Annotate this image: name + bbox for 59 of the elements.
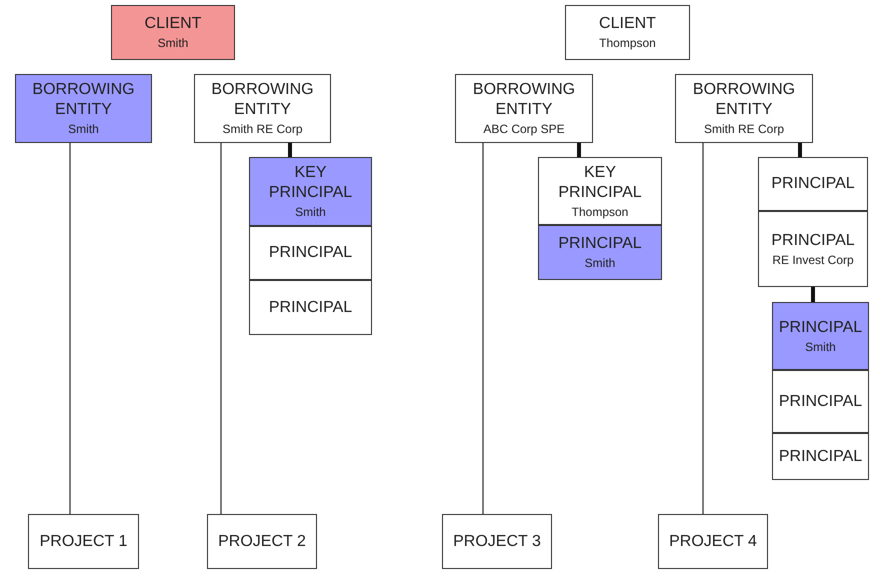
entity-box	[658, 514, 768, 569]
entity-box	[675, 74, 813, 143]
box-title: PRINCIPAL	[778, 446, 862, 466]
box-subtitle: Smith	[584, 256, 616, 271]
connector-line	[702, 143, 704, 514]
box-title: PROJECT 2	[218, 532, 306, 552]
entity-box	[15, 74, 152, 143]
entity-box	[565, 5, 690, 60]
connector-line	[482, 143, 484, 514]
box-title: BORROWING ENTITY	[31, 80, 136, 120]
box-title: CLIENT	[144, 14, 202, 34]
connector-line	[288, 143, 292, 157]
connector-line	[798, 143, 802, 157]
box-subtitle: Thompson	[599, 36, 656, 51]
box-title: PRINCIPAL	[778, 318, 862, 338]
box-subtitle: RE Invest Corp	[772, 252, 854, 268]
box-title: PROJECT 4	[669, 532, 757, 552]
box-title: PRINCIPAL	[558, 234, 642, 254]
entity-box	[772, 370, 869, 433]
connector-line	[220, 143, 222, 514]
box-title: BORROWING ENTITY	[472, 80, 576, 120]
entity-box	[249, 226, 372, 280]
entity-box	[111, 5, 235, 60]
box-title: PRINCIPAL	[268, 243, 352, 263]
box-subtitle: Thompson	[572, 204, 628, 220]
entity-box	[758, 157, 868, 211]
entity-box	[28, 514, 139, 569]
connector-line	[577, 143, 581, 157]
box-title: PROJECT 3	[453, 532, 541, 552]
box-subtitle: ABC Corp SPE	[483, 122, 565, 137]
entity-box	[538, 225, 662, 280]
box-subtitle: Smith	[68, 122, 99, 137]
box-subtitle: Smith RE Corp	[222, 122, 303, 137]
box-title: KEY PRINCIPAL	[557, 162, 643, 202]
box-subtitle: Smith RE Corp	[704, 122, 784, 137]
box-title: PRINCIPAL	[771, 230, 855, 250]
entity-box	[207, 514, 317, 569]
connector-line	[69, 143, 71, 514]
entity-box	[442, 514, 552, 569]
box-title: KEY PRINCIPAL	[268, 163, 354, 203]
entity-box	[249, 157, 372, 226]
entity-box	[772, 302, 869, 370]
entity-box	[194, 74, 331, 143]
entity-box	[249, 280, 372, 335]
box-subtitle: Smith	[805, 340, 836, 354]
box-title: CLIENT	[599, 14, 656, 34]
box-subtitle: Smith	[158, 36, 188, 51]
entity-box	[758, 211, 868, 287]
box-title: PROJECT 1	[40, 532, 128, 552]
box-title: BORROWING ENTITY	[210, 80, 315, 120]
box-title: PRINCIPAL	[778, 392, 862, 412]
box-title: PRINCIPAL	[771, 174, 855, 194]
connector-line	[811, 287, 815, 302]
box-title: BORROWING ENTITY	[692, 80, 796, 120]
entity-box	[538, 157, 662, 225]
entity-box	[455, 74, 593, 143]
box-title: PRINCIPAL	[268, 298, 352, 318]
entity-box	[772, 433, 869, 480]
box-subtitle: Smith	[295, 205, 326, 220]
